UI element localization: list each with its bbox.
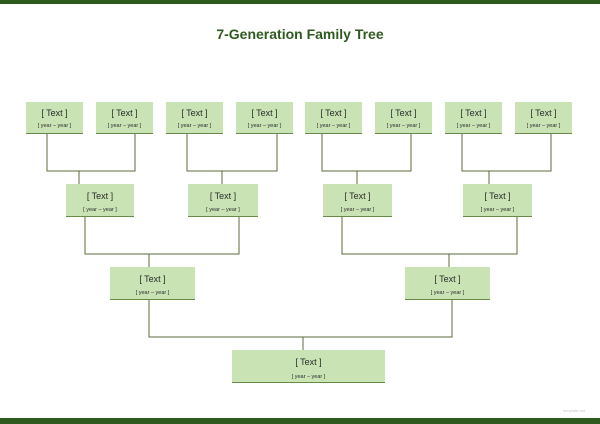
grandparent-years[interactable]: [ year – year ] (206, 207, 240, 213)
grandparent-box-3[interactable]: [ Text ] [ year – year ] (323, 184, 392, 217)
ancestor-box-1[interactable]: [ Text ] [ year – year ] (26, 102, 83, 134)
parent-name[interactable]: [ Text ] (434, 274, 461, 284)
parent-years[interactable]: [ year – year ] (135, 290, 170, 296)
ancestor-box-2[interactable]: [ Text ] [ year – year ] (96, 102, 153, 134)
ancestor-years[interactable]: [ year – year ] (37, 123, 72, 129)
self-box[interactable]: [ Text ] [ year – year ] (232, 350, 385, 383)
top-accent-bar (0, 0, 600, 4)
ancestor-name[interactable]: [ Text ] (460, 108, 487, 118)
parent-years[interactable]: [ year – year ] (430, 290, 465, 296)
grandparent-name[interactable]: [ Text ] (86, 191, 114, 201)
grandparent-years[interactable]: [ year – year ] (480, 207, 515, 213)
self-years[interactable]: [ year – year ] (291, 374, 326, 380)
ancestor-years[interactable]: [ year – year ] (107, 123, 142, 129)
watermark: template.net (563, 408, 586, 413)
grandparent-years[interactable]: [ year – year ] (340, 207, 375, 213)
grandparent-name[interactable]: [ Text ] (209, 191, 237, 201)
ancestor-years[interactable]: [ year – year ] (456, 123, 491, 129)
ancestor-years[interactable]: [ year – year ] (526, 123, 561, 129)
ancestor-box-6[interactable]: [ Text ] [ year – year ] (375, 102, 432, 134)
ancestor-years[interactable]: [ year – year ] (386, 123, 421, 129)
grandparent-box-1[interactable]: [ Text ] [ year – year ] (66, 184, 134, 217)
ancestor-box-4[interactable]: [ Text ] [ year – year ] (236, 102, 293, 134)
parent-name[interactable]: [ Text ] (139, 274, 166, 284)
ancestor-name[interactable]: [ Text ] (530, 108, 557, 118)
parent-box-2[interactable]: [ Text ] [ year – year ] (405, 267, 490, 300)
grandparent-box-2[interactable]: [ Text ] [ year – year ] (188, 184, 258, 217)
grandparent-name[interactable]: [ Text ] (484, 191, 511, 201)
parent-box-1[interactable]: [ Text ] [ year – year ] (110, 267, 195, 300)
ancestor-name[interactable]: [ Text ] (41, 108, 68, 118)
self-name[interactable]: [ Text ] (295, 357, 322, 367)
ancestor-name[interactable]: [ Text ] (251, 108, 278, 118)
ancestor-box-5[interactable]: [ Text ] [ year – year ] (305, 102, 362, 134)
grandparent-name[interactable]: [ Text ] (344, 191, 371, 201)
page-title: 7-Generation Family Tree (216, 26, 384, 42)
grandparent-box-4[interactable]: [ Text ] [ year – year ] (463, 184, 532, 217)
ancestor-box-7[interactable]: [ Text ] [ year – year ] (445, 102, 502, 134)
ancestor-years[interactable]: [ year – year ] (177, 123, 212, 129)
ancestor-name[interactable]: [ Text ] (111, 108, 138, 118)
ancestor-box-3[interactable]: [ Text ] [ year – year ] (166, 102, 223, 134)
ancestor-name[interactable]: [ Text ] (181, 108, 208, 118)
ancestor-name[interactable]: [ Text ] (320, 108, 347, 118)
ancestor-box-8[interactable]: [ Text ] [ year – year ] (515, 102, 572, 134)
ancestor-years[interactable]: [ year – year ] (247, 123, 282, 129)
ancestor-name[interactable]: [ Text ] (390, 108, 417, 118)
bottom-accent-bar (0, 418, 600, 424)
grandparent-years[interactable]: [ year – year ] (83, 207, 117, 213)
ancestor-years[interactable]: [ year – year ] (316, 123, 351, 129)
